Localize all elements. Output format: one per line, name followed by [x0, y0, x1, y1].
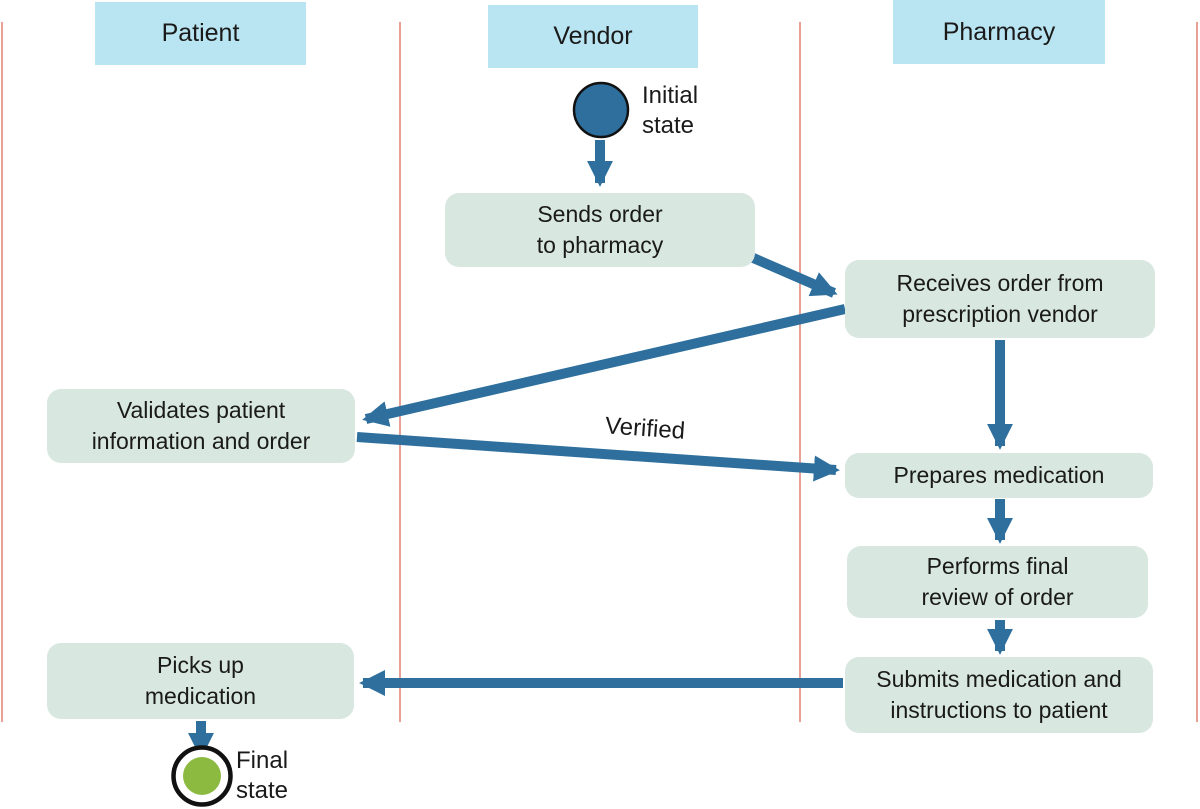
- activity-performs-line2: review of order: [921, 584, 1074, 610]
- activity-sends-order-line1: Sends order: [537, 201, 663, 227]
- activity-validates-line1: Validates patient: [116, 397, 286, 423]
- activity-prepares-line1: Prepares medication: [893, 462, 1105, 488]
- lane-divider-vendor-pharmacy: [799, 22, 801, 722]
- activity-submits-line2: instructions to patient: [890, 697, 1108, 723]
- lane-header-vendor-label: Vendor: [553, 22, 633, 50]
- activity-prepares: Prepares medication: [845, 453, 1153, 498]
- initial-state-icon: [572, 81, 630, 139]
- final-state-icon: [183, 757, 221, 795]
- lane-header-pharmacy: Pharmacy: [893, 0, 1105, 64]
- lane-header-vendor: Vendor: [488, 5, 698, 68]
- initial-state-label-line1: Initial: [642, 82, 699, 109]
- activity-submits: Submits medication and instructions to p…: [845, 657, 1153, 733]
- edge-sends-order-to-receives-order: [749, 252, 838, 298]
- activity-validates-line2: information and order: [91, 428, 311, 454]
- final-state-label-line2: state: [236, 777, 289, 804]
- activity-sends-order: Sends order to pharmacy: [445, 193, 755, 267]
- final-state-label: Final state: [236, 746, 288, 806]
- activity-receives-order-line1: Receives order from: [896, 270, 1104, 296]
- lane-header-pharmacy-label: Pharmacy: [942, 17, 1056, 46]
- activity-picks-up-line1: Picks up: [157, 652, 244, 678]
- initial-state-label-line2: state: [642, 112, 695, 139]
- edge-label-verified: Verified: [604, 412, 686, 445]
- edge-receives-order-to-validates: [362, 304, 847, 427]
- activity-sends-order-line2: to pharmacy: [536, 232, 664, 258]
- lane-boundary-left: [1, 22, 3, 722]
- activity-performs: Performs final review of order: [847, 546, 1148, 618]
- activity-validates: Validates patient information and order: [47, 389, 355, 463]
- activity-picks-up: Picks up medication: [47, 643, 354, 719]
- activity-receives-order: Receives order from prescription vendor: [845, 260, 1155, 338]
- lane-boundary-right: [1196, 22, 1198, 722]
- lane-header-patient: Patient: [95, 2, 306, 65]
- initial-state-label: Initial state: [642, 81, 698, 141]
- lane-divider-patient-vendor: [399, 22, 401, 722]
- activity-receives-order-line2: prescription vendor: [902, 301, 1098, 327]
- final-state-label-line1: Final: [236, 747, 289, 774]
- lane-header-patient-label: Patient: [161, 19, 240, 47]
- activity-submits-line1: Submits medication and: [876, 666, 1122, 692]
- edge-validates-to-prepares-verified: [356, 432, 840, 482]
- activity-picks-up-line2: medication: [144, 683, 257, 709]
- activity-performs-line1: Performs final: [926, 553, 1069, 579]
